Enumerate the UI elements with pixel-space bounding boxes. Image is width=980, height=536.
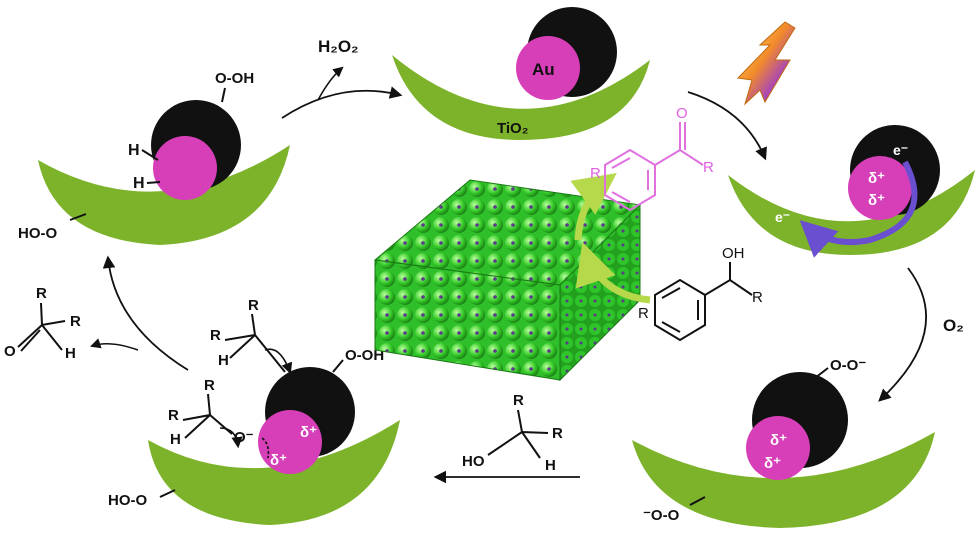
svg-text:O: O — [676, 105, 688, 122]
au-core-top — [516, 36, 580, 100]
svg-text:R: R — [210, 327, 221, 344]
aldehyde-product: R R O H — [4, 285, 81, 362]
au-core-right — [848, 156, 912, 220]
alkoxide-upper: R R H O⁻ — [210, 297, 308, 389]
h2o2-label: H₂O₂ — [318, 37, 359, 56]
tio2-support-right — [728, 170, 975, 255]
arrow-bottom-left-to-left — [102, 255, 189, 371]
svg-text:R: R — [703, 159, 714, 176]
electron-tio2-label: e⁻ — [775, 209, 790, 225]
svg-text:H: H — [218, 352, 229, 369]
hydroperoxy-surface-label-left: HO-O — [18, 225, 57, 242]
hydroperoxy-bond-bl — [332, 359, 344, 373]
svg-text:R: R — [552, 425, 563, 442]
o2-label: O₂ — [943, 316, 964, 335]
arrow-aldehyde-release — [90, 338, 139, 351]
svg-text:H: H — [545, 457, 556, 474]
hydride-h2: H — [133, 175, 145, 192]
electron-transfer-arrow — [799, 160, 918, 258]
arrow-left-to-top — [281, 86, 403, 119]
hydroperoxy-surface-bond-left — [69, 213, 87, 221]
state-bottom-left-alkoxide: O-OH δ⁺ δ⁺ HO-O R R H O⁻ R R H O⁻ — [108, 297, 400, 525]
svg-text:R: R — [36, 285, 47, 302]
state-left-hydride: O-OH H H HO-O — [18, 70, 290, 245]
superoxide-surface-bond — [689, 496, 706, 506]
electron-shell-label: e⁻ — [893, 142, 908, 158]
svg-text:H: H — [65, 345, 76, 362]
hydroperoxy-surface-label-bl: HO-O — [108, 492, 147, 509]
tio2-support-top — [392, 55, 650, 140]
svg-text:O: O — [4, 343, 16, 360]
tio2-support-bottom-left — [148, 420, 400, 525]
hydroperoxy-top-label-bl: O-OH — [345, 347, 384, 364]
light-irradiation-bolt-icon — [736, 21, 796, 106]
svg-text:O⁻: O⁻ — [288, 372, 308, 389]
au-label: Au — [532, 60, 555, 79]
arrow-top-to-right — [687, 91, 767, 161]
state-top-au-tio2: Au TiO₂ — [392, 7, 650, 140]
tio2-lattice-block — [373, 173, 651, 382]
svg-text:OH: OH — [722, 245, 745, 262]
svg-text:R: R — [204, 377, 215, 394]
delta-plus-br-1: δ⁺ — [770, 432, 787, 449]
cycle-arrows: H₂O₂ O₂ — [90, 37, 964, 484]
delta-plus-1: δ⁺ — [868, 170, 885, 187]
svg-text:H: H — [170, 431, 181, 448]
tio2-support-bottom-right — [632, 432, 935, 528]
superoxide-surface-label: ⁻O-O — [643, 507, 680, 524]
superoxide-top-label: O-O⁻ — [830, 357, 866, 374]
delta-plus-2: δ⁺ — [868, 192, 885, 209]
state-bottom-right-superoxide: O-O⁻ δ⁺ δ⁺ ⁻O-O — [632, 357, 935, 528]
tio2-support-left — [38, 145, 290, 245]
delta-plus-br-2: δ⁺ — [764, 455, 781, 472]
superoxide-bond-top — [814, 367, 829, 379]
hydroperoxy-surface-bond-bl — [159, 489, 176, 498]
arrow-right-to-bottom-right — [878, 267, 928, 402]
alkoxide-lower: R R H O⁻ — [168, 377, 270, 459]
hydroperoxy-bond-left — [221, 87, 226, 103]
au-core-bottom-left — [258, 410, 322, 474]
arrow-h2o2-release — [317, 66, 344, 101]
au-core-left — [153, 136, 217, 200]
aryl-ketone-product: O R R — [590, 105, 714, 212]
delta-plus-bl-1: δ⁺ — [300, 424, 317, 441]
svg-text:R: R — [590, 165, 601, 182]
tio2-label: TiO₂ — [497, 120, 528, 137]
lattice-inflow-arrow — [575, 242, 651, 304]
au-core-bottom-right — [746, 416, 810, 480]
hydride-h1: H — [128, 142, 140, 159]
svg-text:R: R — [752, 289, 763, 306]
alcohol-reactant: R R HO H — [462, 392, 563, 474]
svg-text:R: R — [168, 407, 179, 424]
hydroperoxy-top-label-left: O-OH — [215, 70, 254, 87]
aryl-alcohol-reactant: OH R R — [638, 245, 763, 342]
svg-text:R: R — [513, 392, 524, 409]
svg-text:R: R — [248, 297, 259, 314]
svg-text:HO: HO — [462, 453, 485, 470]
svg-text:R: R — [70, 313, 81, 330]
delta-plus-bl-2: δ⁺ — [270, 452, 287, 469]
state-right-photoexcited: e⁻ δ⁺ δ⁺ e⁻ — [728, 125, 975, 258]
svg-text:R: R — [638, 305, 649, 322]
